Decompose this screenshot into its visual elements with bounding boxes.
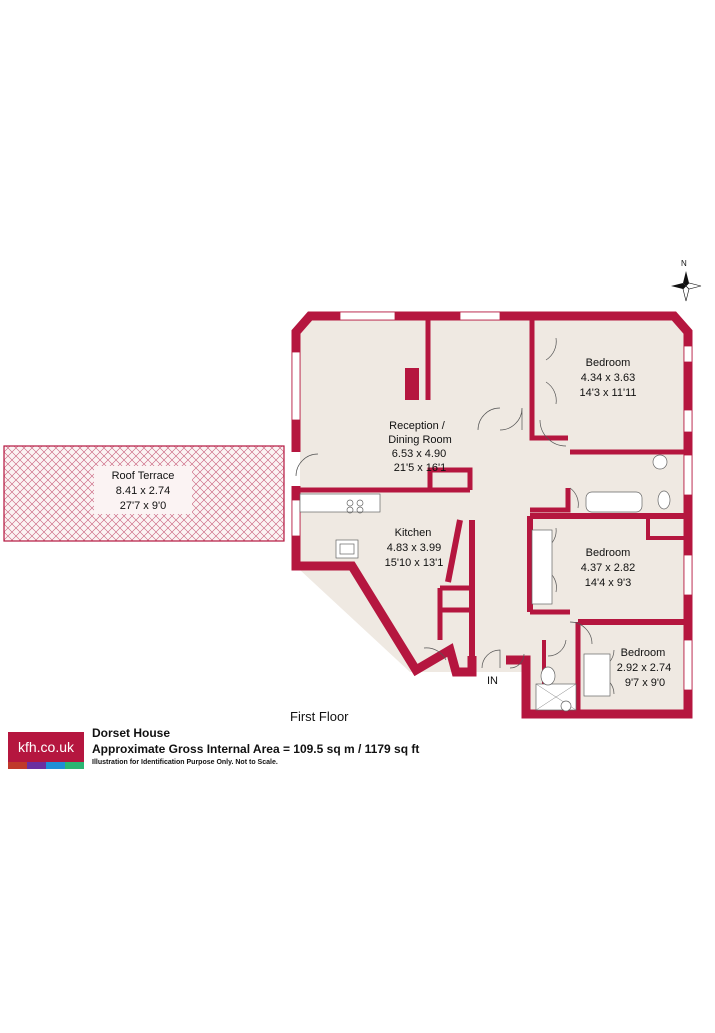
entrance-label: IN bbox=[487, 675, 498, 687]
kitchen-name: Kitchen bbox=[395, 527, 432, 539]
reception-name-1: Reception / bbox=[389, 420, 446, 432]
windows bbox=[291, 311, 693, 691]
logo-stripe-3 bbox=[46, 762, 65, 769]
bedroom3-imperial: 9'7 x 9'0 bbox=[625, 677, 665, 689]
bedroom3-name: Bedroom bbox=[621, 647, 666, 659]
floor-label: First Floor bbox=[290, 709, 349, 724]
area-text: Approximate Gross Internal Area = 109.5 … bbox=[92, 742, 420, 756]
door-swings bbox=[295, 337, 615, 695]
property-name: Dorset House bbox=[92, 726, 171, 740]
bedroom1-metric: 4.34 x 3.63 bbox=[581, 372, 635, 384]
logo-stripe-2 bbox=[27, 762, 46, 769]
room-label-kitchen: Kitchen 4.83 x 3.99 15'10 x 13'1 bbox=[385, 527, 444, 569]
logo-text: kfh.co.uk bbox=[8, 732, 84, 762]
room-label-reception: Reception / Dining Room 6.53 x 4.90 21'5… bbox=[388, 420, 452, 474]
disclaimer-note: Illustration for Identification Purpose … bbox=[92, 759, 278, 766]
kfh-logo: kfh.co.uk bbox=[8, 732, 84, 770]
bedroom1-imperial: 14'3 x 11'11 bbox=[579, 387, 636, 399]
footer-info: Dorset House Approximate Gross Internal … bbox=[92, 726, 419, 769]
room-label-bedroom-3: Bedroom 2.92 x 2.74 9'7 x 9'0 bbox=[617, 647, 671, 689]
roof-terrace-name: Roof Terrace bbox=[112, 470, 175, 482]
fixtures bbox=[299, 454, 671, 712]
reception-name-2: Dining Room bbox=[388, 434, 452, 446]
flat-floor bbox=[300, 318, 688, 718]
north-label: N bbox=[681, 259, 687, 268]
reception-imperial: 21'5 x 16'1 bbox=[394, 462, 447, 474]
logo-stripe-1 bbox=[8, 762, 27, 769]
room-label-bedroom-1: Bedroom 4.34 x 3.63 14'3 x 11'11 bbox=[579, 357, 636, 399]
bedroom1-name: Bedroom bbox=[586, 357, 631, 369]
bedroom2-metric: 4.37 x 2.82 bbox=[581, 562, 635, 574]
bedroom3-metric: 2.92 x 2.74 bbox=[617, 662, 671, 674]
outer-walls bbox=[291, 311, 693, 719]
logo-stripe-4 bbox=[65, 762, 84, 769]
bedroom2-imperial: 14'4 x 9'3 bbox=[585, 577, 631, 589]
interior-walls bbox=[298, 318, 688, 714]
reception-metric: 6.53 x 4.90 bbox=[392, 448, 446, 460]
room-label-bedroom-2: Bedroom 4.37 x 2.82 14'4 x 9'3 bbox=[581, 547, 635, 589]
room-label-roof-terrace: Roof Terrace 8.41 x 2.74 27'7 x 9'0 bbox=[112, 470, 175, 512]
north-arrow-icon bbox=[671, 271, 702, 302]
bedroom2-name: Bedroom bbox=[586, 547, 631, 559]
kitchen-imperial: 15'10 x 13'1 bbox=[385, 557, 444, 569]
roof-terrace-metric: 8.41 x 2.74 bbox=[116, 485, 170, 497]
kitchen-metric: 4.83 x 3.99 bbox=[387, 542, 441, 554]
roof-terrace bbox=[3, 445, 285, 542]
roof-terrace-imperial: 27'7 x 9'0 bbox=[120, 500, 166, 512]
